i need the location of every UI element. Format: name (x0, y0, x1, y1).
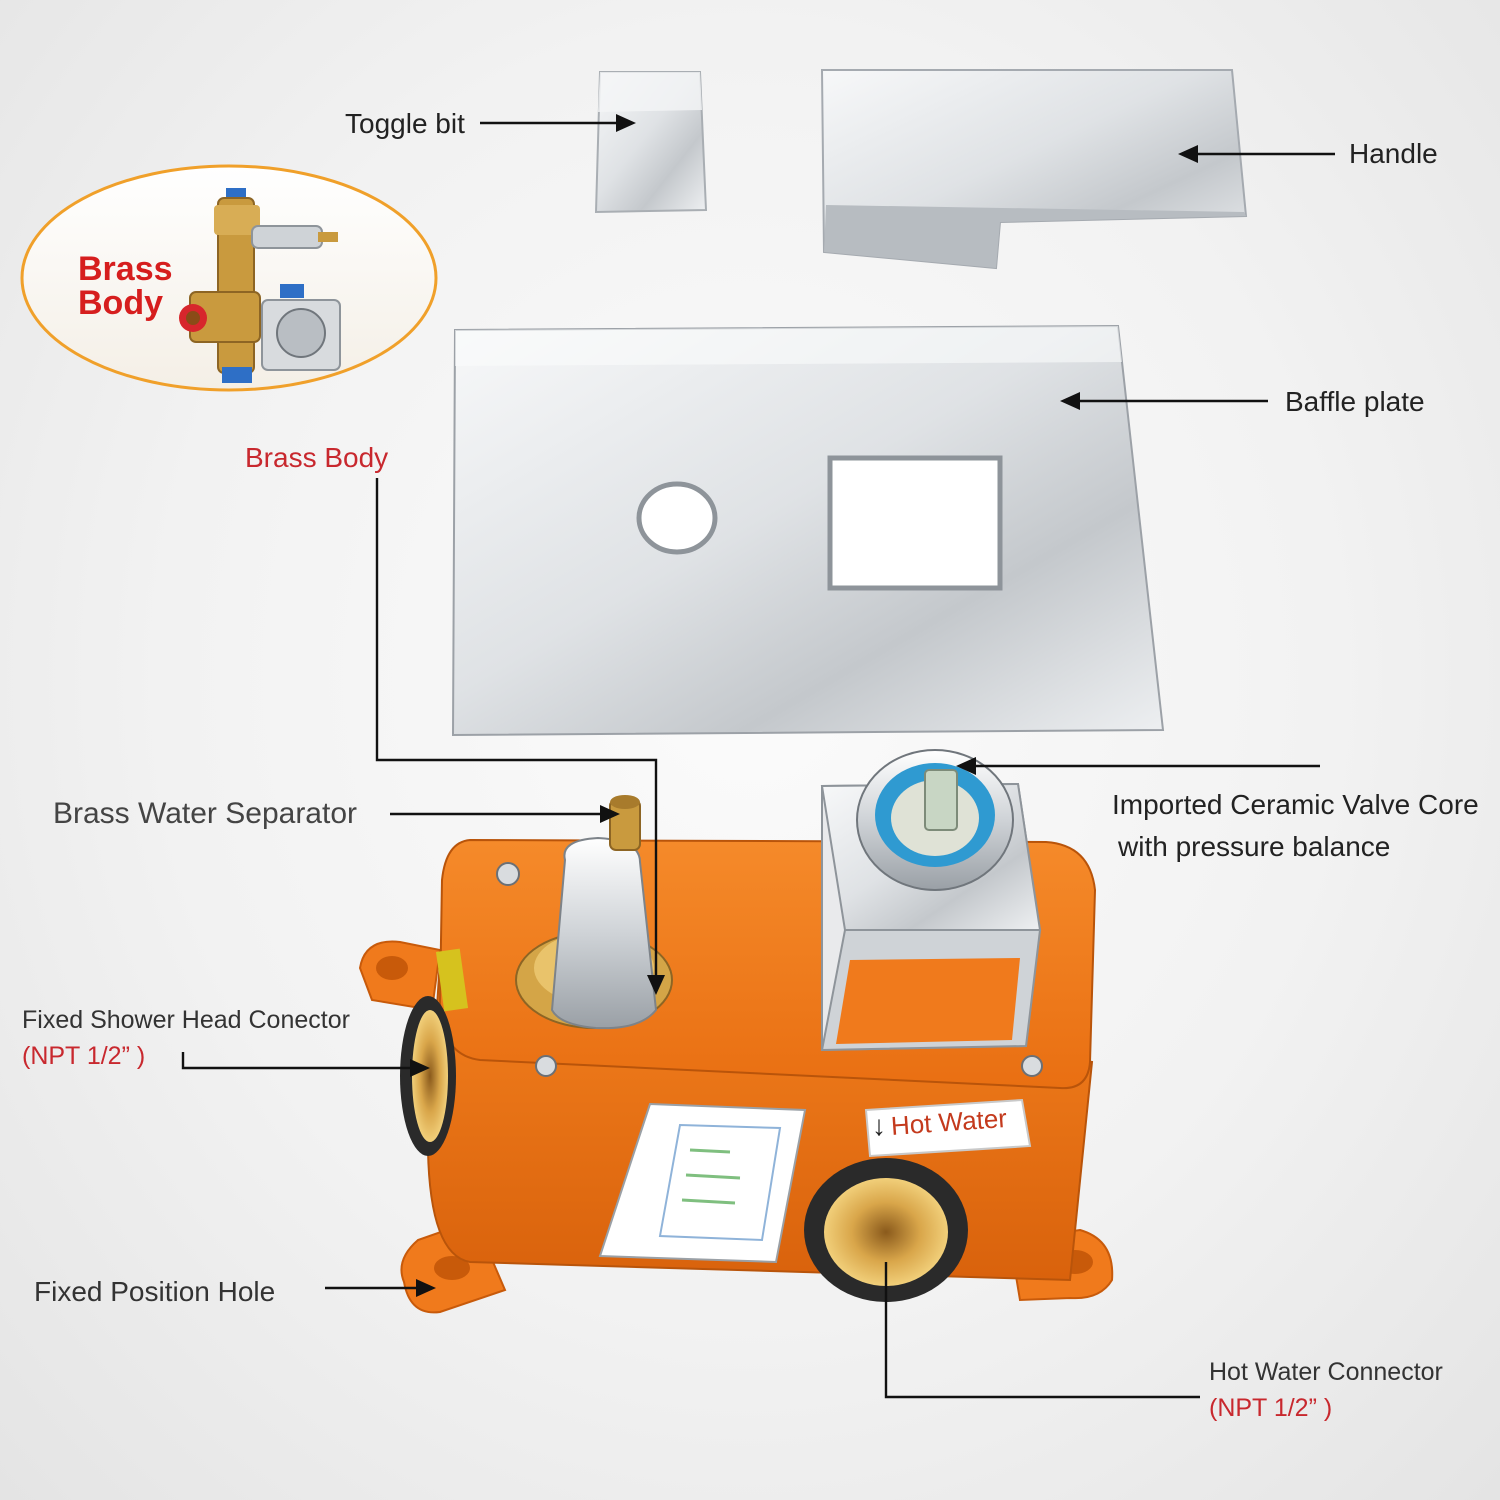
label-hot-water-connector-line2: (NPT 1/2” ) (1209, 1394, 1333, 1422)
label-ceramic-core-line1: Imported Ceramic Valve Core (1112, 789, 1479, 820)
label-hot-water-connector-line1: Hot Water Connector (1209, 1358, 1443, 1386)
baffle-plate-part (451, 324, 1165, 737)
leader-hot-water-connector (884, 1262, 1200, 1399)
leader-lines (181, 121, 1335, 1399)
label-handle: Handle (1349, 138, 1438, 169)
badge-body: Body (78, 284, 163, 322)
label-shower-connector-line1: Fixed Shower Head Conector (22, 1006, 350, 1034)
label-brass-water-separator: Brass Water Separator (53, 797, 357, 830)
brass-body-badge (20, 164, 438, 392)
hot-water-tag-arrow-icon: ↓ (872, 1110, 886, 1141)
label-shower-connector-line2: (NPT 1/2” ) (22, 1042, 146, 1070)
label-toggle-bit: Toggle bit (345, 108, 465, 139)
label-brass-body: Brass Body (245, 442, 389, 473)
label-baffle-plate: Baffle plate (1285, 386, 1425, 417)
leader-brass-body (375, 478, 658, 985)
label-fixed-position-hole: Fixed Position Hole (34, 1276, 276, 1307)
mounting-box (358, 749, 1114, 1314)
toggle-bit-part (594, 71, 708, 214)
label-ceramic-core-line2: with pressure balance (1118, 831, 1391, 862)
arrowheads (410, 114, 1198, 1297)
leader-shower-connector (181, 1052, 420, 1070)
handle-part (820, 69, 1248, 270)
badge-brass: Brass (78, 250, 173, 288)
